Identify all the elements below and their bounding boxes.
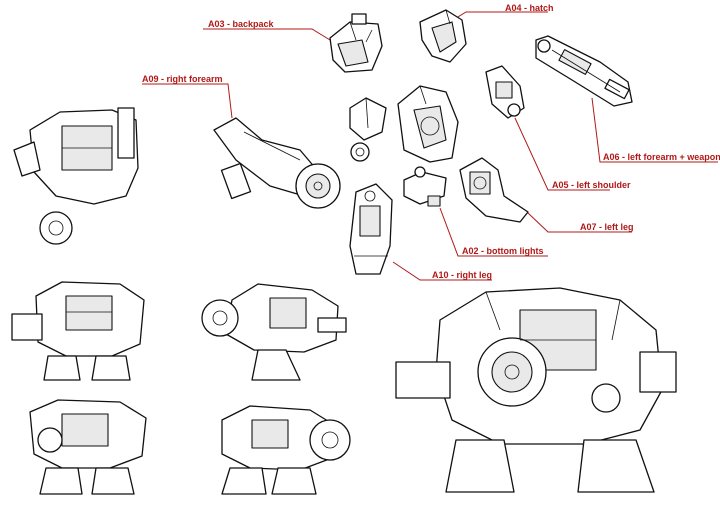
leader-a07 [527, 212, 632, 233]
assembled-view-side-2 [221, 405, 351, 495]
part-left-leg [459, 157, 529, 223]
label-a09: A09 - right forearm [142, 74, 223, 84]
part-right-shoulder-piece [349, 97, 387, 162]
part-hatch [419, 9, 467, 63]
part-right-forearm [213, 117, 341, 209]
label-a06: A06 - left forearm + weapon [603, 152, 720, 162]
part-torso-shell [397, 85, 459, 163]
label-a10: A10 - right leg [432, 270, 493, 280]
part-backpack [329, 13, 383, 73]
leader-a02 [439, 207, 548, 257]
leader-a09 [142, 83, 233, 119]
part-left-shoulder [485, 65, 525, 119]
label-a05: A05 - left shoulder [552, 180, 631, 190]
leader-a10 [392, 261, 492, 281]
leader-a03 [203, 28, 331, 41]
assembled-view-side [201, 283, 347, 381]
part-left-forearm-weapon [535, 35, 633, 107]
part-bottom-lights [403, 166, 447, 207]
label-a02: A02 - bottom lights [462, 246, 544, 256]
leader-lines [142, 11, 718, 281]
leader-a04 [452, 11, 548, 21]
leader-a05 [514, 117, 610, 191]
assembled-view-back [29, 399, 147, 495]
part-right-leg [349, 183, 393, 275]
label-a04: A04 - hatch [505, 3, 554, 13]
assembled-view-front [11, 281, 145, 381]
label-a03: A03 - backpack [208, 19, 274, 29]
assembled-view-top [13, 107, 139, 245]
label-a07: A07 - left leg [580, 222, 634, 232]
assembled-view-large [395, 287, 677, 493]
leader-a06 [591, 97, 718, 163]
